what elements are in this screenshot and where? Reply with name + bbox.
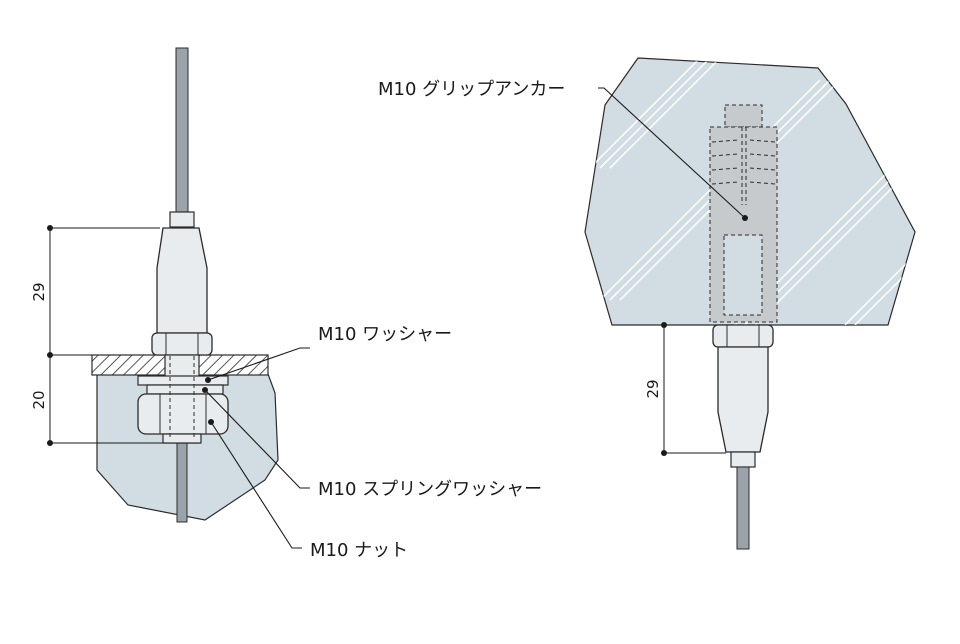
washer-leader [207, 347, 310, 381]
stud-tip-left [162, 433, 202, 444]
label-washer: M10 ワッシャー [318, 324, 452, 345]
spring-washer [146, 384, 224, 395]
fitting-hex-left [151, 332, 213, 356]
rod-lower-left [176, 441, 188, 523]
fitting-body-left [156, 227, 208, 334]
dim-left-upper: 29 [30, 282, 48, 301]
fitting-collar-left [169, 211, 195, 228]
right-assembly: M10 グリップアンカー 29 [378, 57, 916, 550]
fitting-collar-right [730, 451, 756, 468]
label-spring-washer: M10 スプリングワッシャー [318, 479, 542, 500]
right-dimension-lines [663, 325, 726, 454]
grip-anchor [709, 104, 778, 323]
spring-washer-leader [204, 389, 310, 489]
label-nut: M10 ナット [310, 540, 408, 561]
rod-upper-left [175, 47, 189, 214]
rod-right [736, 466, 750, 550]
dim-right: 29 [644, 379, 662, 398]
nut-leader [210, 421, 302, 549]
left-dimension-lines [49, 227, 165, 444]
left-assembly: 29 20 M10 ワッシャー M10 スプリングワッシャー M10 ナット [30, 47, 542, 561]
dim-left-lower: 20 [30, 390, 48, 409]
label-grip-anchor: M10 グリップアンカー [378, 79, 565, 100]
grip-anchor-leader [598, 87, 746, 219]
fitting-body-right [717, 346, 769, 453]
fitting-hex-right [712, 324, 774, 348]
